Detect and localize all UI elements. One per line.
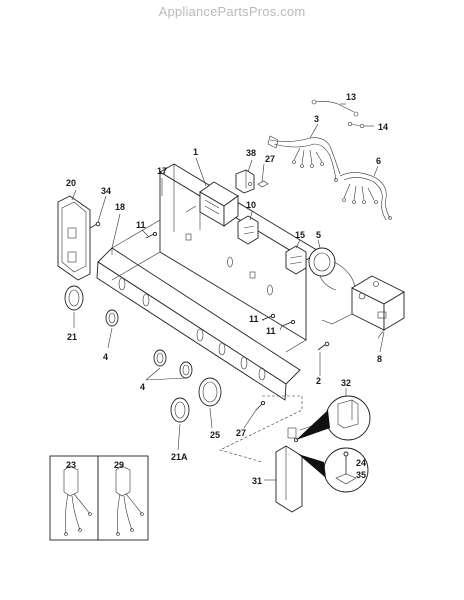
screw-part bbox=[261, 313, 276, 321]
mounting-bracket-part bbox=[219, 395, 331, 513]
water-valve-part bbox=[321, 275, 405, 339]
switch-part bbox=[235, 169, 255, 194]
callout-label: 24 bbox=[356, 458, 366, 468]
end-cap-part bbox=[57, 195, 91, 281]
callout-label: 8 bbox=[377, 354, 382, 364]
callout-label: 38 bbox=[246, 148, 256, 158]
callout-label: 18 bbox=[115, 202, 125, 212]
wire-clip-part bbox=[257, 180, 269, 188]
callout-label: 25 bbox=[210, 430, 220, 440]
temp-switch-part bbox=[285, 245, 307, 275]
detail-callout-part bbox=[298, 447, 369, 493]
console-panel bbox=[96, 247, 301, 401]
callout-label: 10 bbox=[246, 200, 256, 210]
callout-label: 29 bbox=[114, 460, 124, 470]
callout-label: 21A bbox=[171, 452, 188, 462]
callout-label: 6 bbox=[376, 156, 381, 166]
callout-label: 21 bbox=[67, 332, 77, 342]
callout-label: 32 bbox=[341, 378, 351, 388]
callout-label: 17 bbox=[157, 166, 167, 176]
screw-part bbox=[317, 341, 330, 351]
callout-label: 1 bbox=[193, 147, 198, 157]
screw-part bbox=[281, 319, 296, 327]
wire-harness-part bbox=[267, 135, 341, 182]
screw-part bbox=[89, 221, 101, 229]
callout-label: 31 bbox=[252, 476, 262, 486]
callout-label: 23 bbox=[66, 460, 76, 470]
callout-label: 27 bbox=[236, 428, 246, 438]
callout-label: 2 bbox=[316, 376, 321, 386]
callout-label: 27 bbox=[265, 154, 275, 164]
wire-harness-inset bbox=[49, 455, 99, 541]
callout-label: 20 bbox=[66, 178, 76, 188]
site-watermark: AppliancePartsPros.com bbox=[158, 4, 306, 19]
wire-harness-inset bbox=[97, 455, 149, 541]
callout-label: 5 bbox=[316, 230, 321, 240]
terminal-part bbox=[347, 121, 365, 129]
knob-part bbox=[64, 285, 84, 311]
callout-label: 13 bbox=[346, 92, 356, 102]
timer-part bbox=[185, 181, 239, 227]
pressure-switch-part bbox=[308, 247, 375, 313]
wire-harness-part bbox=[339, 172, 392, 221]
knob-part bbox=[179, 361, 193, 379]
callout-label: 3 bbox=[314, 114, 319, 124]
callout-label: 11 bbox=[136, 220, 146, 230]
knob-part bbox=[153, 349, 167, 367]
callout-labels: 1 17 18 20 34 11 38 27 10 15 5 3 13 14 6… bbox=[66, 92, 388, 486]
callout-label: 11 bbox=[266, 326, 276, 336]
selector-switch-part bbox=[237, 215, 259, 245]
callout-label: 15 bbox=[295, 230, 305, 240]
leader-lines bbox=[71, 103, 385, 481]
screw-part bbox=[145, 231, 158, 239]
wire-lead-part bbox=[311, 99, 359, 117]
callout-label: 14 bbox=[378, 122, 388, 132]
knob-part bbox=[105, 309, 119, 327]
callout-label: 4 bbox=[140, 382, 145, 392]
knob-part bbox=[170, 397, 190, 423]
screw-part bbox=[255, 400, 266, 411]
detail-callout-part bbox=[296, 395, 371, 441]
callout-label: 4 bbox=[103, 352, 108, 362]
callout-label: 11 bbox=[249, 314, 259, 324]
callout-label: 35 bbox=[356, 470, 366, 480]
dial-ring-part bbox=[198, 377, 222, 407]
callout-label: 34 bbox=[101, 186, 111, 196]
